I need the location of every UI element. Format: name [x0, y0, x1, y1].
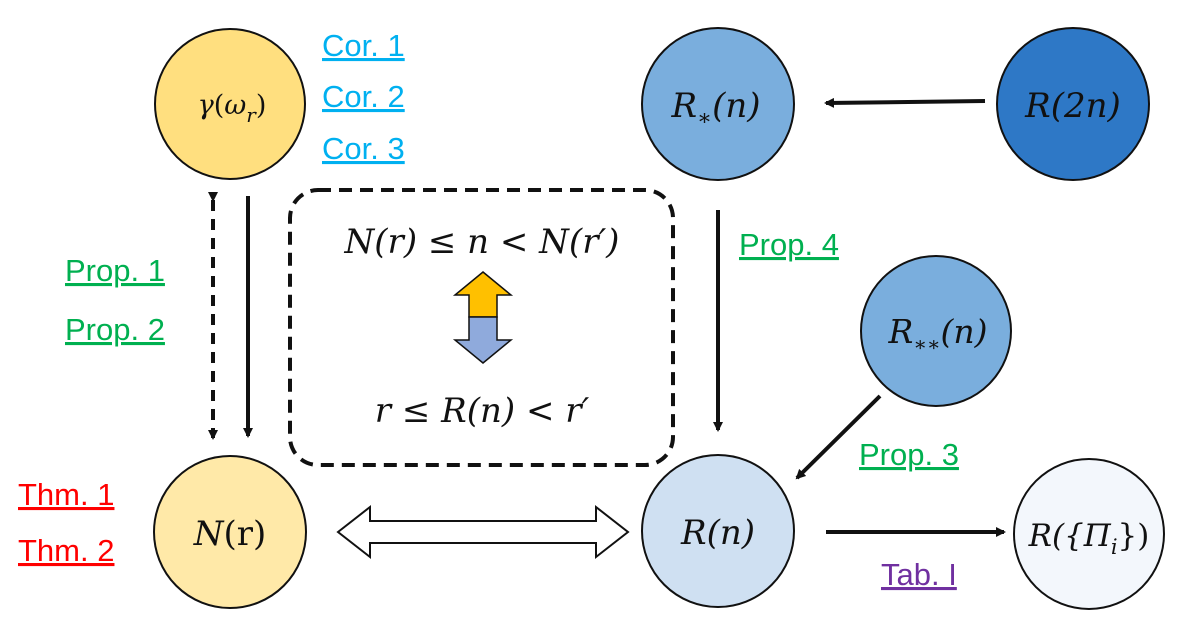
node-r-n: R(n) [641, 454, 795, 608]
node-n-r-circle [153, 455, 307, 609]
ref-prop-2[interactable]: Prop. 2 [65, 312, 165, 347]
equivalence-box-border [288, 188, 675, 467]
node-r-starstar-label: R∗∗(n) [887, 312, 987, 356]
node-r-2n-label: R(2n) [1024, 86, 1121, 126]
arrow-r2n-to-rstar [824, 97, 986, 108]
node-r-pi: R({Πi}) [1013, 458, 1165, 610]
node-gamma: γ(ωr) [154, 28, 306, 180]
node-gamma-circle [154, 28, 306, 180]
ref-cor-2[interactable]: Cor. 2 [322, 79, 405, 114]
node-n-r-label: N(r) [193, 514, 267, 554]
hollow-double-arrow [336, 504, 630, 560]
arrow-rstarstar-to-rn [795, 394, 882, 480]
node-r-star-label: R∗(n) [671, 86, 761, 131]
node-r-starstar-circle [860, 255, 1012, 407]
ref-prop-3[interactable]: Prop. 3 [859, 437, 959, 472]
node-r-2n-circle [996, 27, 1150, 181]
equivalence-top: N(r) ≤ n < N(r′) [344, 222, 620, 262]
ref-prop-4[interactable]: Prop. 4 [739, 227, 839, 262]
node-r-starstar: R∗∗(n) [860, 255, 1012, 407]
node-r-pi-circle [1013, 458, 1165, 610]
node-r-star: R∗(n) [641, 27, 795, 181]
up-arrow-icon [452, 271, 514, 318]
node-r-n-label: R(n) [680, 513, 755, 553]
node-r-2n: R(2n) [996, 27, 1150, 181]
node-r-pi-label: R({Πi}) [1028, 518, 1150, 559]
node-r-star-circle [641, 27, 795, 181]
equivalence-box: N(r) ≤ n < N(r′) r ≤ R(n) < r′ [288, 188, 675, 467]
ref-thm-2[interactable]: Thm. 2 [18, 533, 114, 568]
ref-cor-1[interactable]: Cor. 1 [322, 28, 405, 63]
ref-tab-1[interactable]: Tab. I [881, 557, 957, 592]
ref-prop-1[interactable]: Prop. 1 [65, 253, 165, 288]
node-gamma-label: γ(ωr) [198, 90, 267, 127]
node-r-n-circle [641, 454, 795, 608]
equivalence-bottom: r ≤ R(n) < r′ [375, 391, 590, 431]
down-arrow-icon [452, 316, 514, 364]
node-n-r: N(r) [153, 455, 307, 609]
ref-cor-3[interactable]: Cor. 3 [322, 131, 405, 166]
ref-thm-1[interactable]: Thm. 1 [18, 477, 114, 512]
